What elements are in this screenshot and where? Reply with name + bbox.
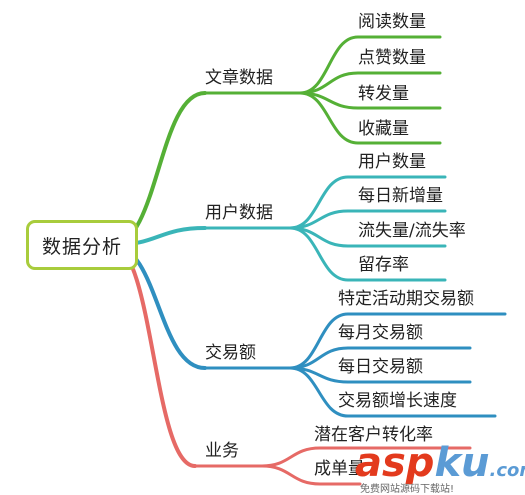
branch-label-transaction: 交易额 — [205, 343, 256, 363]
connector-article-leaf-1 — [298, 35, 442, 95]
connector-transaction-leaf-1 — [288, 312, 507, 370]
leaf-like-count: 点赞数量 — [358, 48, 426, 68]
root-label: 数据分析 — [41, 235, 122, 258]
leaf-daily-transaction: 每日交易额 — [338, 357, 423, 377]
leaf-campaign-transaction: 特定活动期交易额 — [338, 289, 474, 309]
leaf-daily-new: 每日新增量 — [358, 186, 443, 206]
leaf-monthly-transaction: 每月交易额 — [338, 323, 423, 343]
branch-label-business: 业务 — [205, 441, 239, 461]
watermark-brand-a: asp — [355, 440, 435, 486]
leaf-churn: 流失量/流失率 — [358, 221, 466, 241]
leaf-user-count: 用户数量 — [358, 152, 426, 172]
connector-article-leaf-4 — [298, 91, 442, 145]
connector-transaction-leaf-4 — [288, 366, 497, 418]
root-node: 数据分析 — [26, 220, 138, 270]
leaf-deal-count: 成单量 — [314, 459, 365, 479]
leaf-transaction-growth: 交易额增长速度 — [338, 391, 457, 411]
connector-business-leaf-2 — [260, 464, 362, 486]
branch-label-article-data: 文章数据 — [205, 68, 273, 88]
leaf-retention: 留存率 — [358, 255, 409, 275]
leaf-lead-conversion: 潜在客户转化率 — [314, 425, 433, 445]
branch-label-user-data: 用户数据 — [205, 203, 273, 223]
connector-user-leaf-1 — [288, 175, 447, 230]
leaf-read-count: 阅读数量 — [358, 12, 426, 32]
watermark-tld: .com — [489, 460, 525, 481]
leaf-share-count: 转发量 — [358, 84, 409, 104]
leaf-favorite-count: 收藏量 — [358, 119, 409, 139]
watermark-brand-b: ku — [434, 440, 490, 486]
connector-user-leaf-4 — [288, 226, 447, 282]
watermark-tagline: 免费网站源码下载站! — [360, 484, 455, 495]
watermark-logo: aspku.com 免费网站源码下载站! — [355, 441, 525, 495]
